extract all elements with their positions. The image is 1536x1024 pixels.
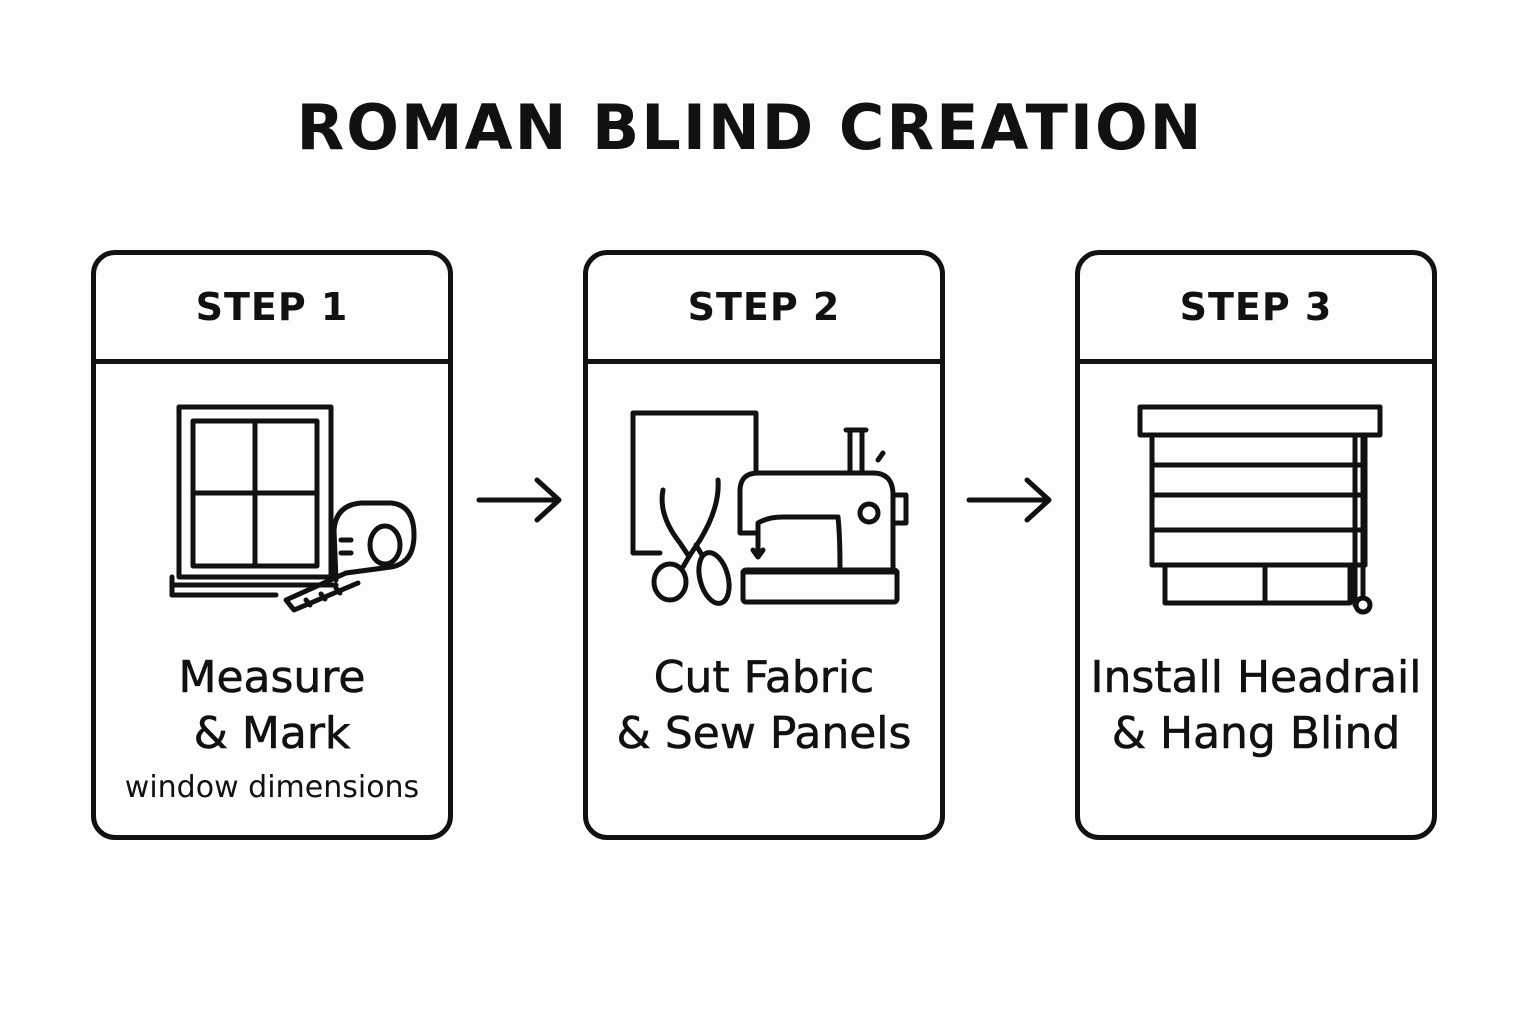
tape-measure-icon: [283, 500, 417, 613]
roman-blind-icon: [1137, 404, 1383, 615]
arrow-right-icon: [966, 477, 1052, 523]
step-description-2: Cut Fabric & Sew Panels: [588, 650, 940, 762]
step-card-2: STEP 2: [583, 250, 945, 840]
step-card-3: STEP 3 Install Headrail & Hang Blind: [1075, 250, 1437, 840]
scissors-icon: [651, 477, 732, 606]
step-title-line: Measure: [178, 652, 366, 704]
step-label: STEP 3: [1179, 285, 1333, 329]
sewing-machine-icon: [737, 427, 909, 605]
step-header-2: STEP 2: [588, 255, 940, 364]
step-title-line: Cut Fabric: [653, 652, 875, 704]
step-description-3: Install Headrail & Hang Blind: [1080, 650, 1432, 762]
step-subtitle: window dimensions: [124, 770, 420, 805]
step-title-line: & Sew Panels: [616, 708, 912, 760]
diagram-title: ROMAN BLIND CREATION: [296, 91, 1204, 164]
window-icon: [169, 404, 339, 598]
step-description-1: Measure & Mark window dimensions: [96, 650, 448, 816]
fabric-panel-icon: [630, 410, 759, 556]
arrow-right-icon: [476, 477, 562, 523]
step-2-illustration: [588, 395, 940, 625]
step-label: STEP 2: [687, 285, 841, 329]
step-title-line: & Mark: [193, 708, 351, 760]
step-header-3: STEP 3: [1080, 255, 1432, 364]
step-1-illustration: [96, 395, 448, 625]
step-label: STEP 1: [195, 285, 349, 329]
step-card-1: STEP 1: [91, 250, 453, 840]
step-title-line: & Hang Blind: [1111, 708, 1401, 760]
step-3-illustration: [1080, 395, 1432, 625]
step-header-1: STEP 1: [96, 255, 448, 364]
step-title-line: Install Headrail: [1090, 652, 1422, 704]
